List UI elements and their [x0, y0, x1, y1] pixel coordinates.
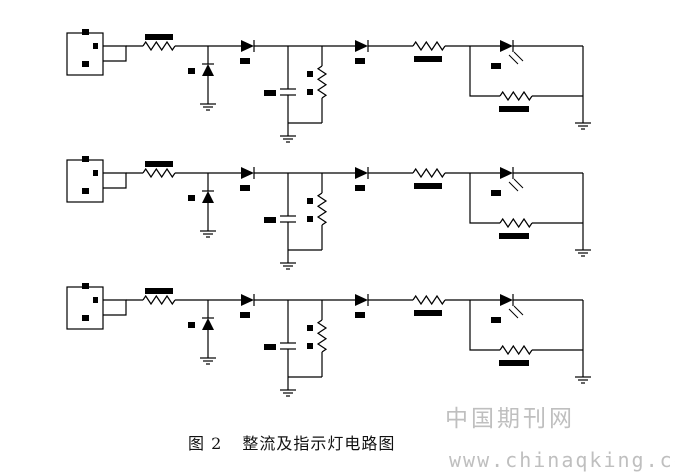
input-resistor [142, 167, 176, 179]
bleeder-label-2 [307, 216, 313, 222]
series-diode-2-label [355, 58, 365, 64]
led-shunt-wire [469, 173, 500, 224]
shunt-diode-label [188, 195, 195, 201]
input-resistor-label [145, 288, 173, 294]
capacitor-label [264, 217, 276, 223]
series-diode-1-label [240, 312, 250, 318]
watermark-url: www.chinaqking.com [449, 448, 675, 472]
connector-label [82, 156, 89, 162]
connector-label [82, 29, 89, 35]
led-label [491, 190, 501, 196]
connector-wire [103, 45, 127, 62]
circuit-row-2 [66, 156, 591, 270]
figure-number: 图 2 [188, 434, 223, 453]
led-arrow-1 [508, 308, 519, 319]
bleeder-label-1 [307, 198, 313, 204]
series-diode-1-label [240, 58, 250, 64]
led-resistor [499, 217, 533, 229]
pin-label-2 [82, 188, 89, 194]
pin-label-1 [93, 297, 98, 303]
input-resistor-label [145, 161, 173, 167]
led-shunt-wire [469, 300, 500, 351]
led-arrow-1 [508, 54, 519, 65]
pin-label-2 [82, 315, 89, 321]
led-resistor-label [499, 360, 529, 366]
series-diode-2 [355, 294, 368, 306]
input-connector [66, 32, 104, 76]
circuit-row-1 [66, 29, 591, 143]
bleeder-label-1 [307, 325, 313, 331]
bleeder-resistor [316, 65, 328, 99]
connector-label [82, 283, 89, 289]
bleeder-label-1 [307, 71, 313, 77]
indicator-led [500, 40, 513, 52]
shunt-diode [202, 64, 214, 76]
led-label [491, 63, 501, 69]
capacitor-label [264, 344, 276, 350]
watermark-cn: 中国期刊网 [445, 406, 575, 432]
figure-title: 整流及指示灯电路图 [242, 434, 396, 453]
input-resistor [142, 294, 176, 306]
led-resistor [499, 90, 533, 102]
connector-wire [103, 172, 127, 189]
series-diode-1-label [240, 185, 250, 191]
led-resistor [499, 344, 533, 356]
pin-label-2 [82, 61, 89, 67]
bleeder-resistor [316, 319, 328, 353]
series-diode-2 [355, 40, 368, 52]
led-shunt-wire [469, 46, 500, 97]
indicator-led [500, 167, 513, 179]
bleeder-resistor [316, 192, 328, 226]
capacitor-label [264, 90, 276, 96]
input-resistor [142, 40, 176, 52]
shunt-diode-label [188, 322, 195, 328]
shunt-diode [202, 191, 214, 203]
led-resistor-label [499, 106, 529, 112]
output-resistor [412, 294, 446, 306]
series-diode-1 [241, 167, 254, 179]
led-resistor-label [499, 233, 529, 239]
led-arrow-2 [513, 178, 524, 189]
input-connector [66, 159, 104, 203]
circuit-row-3 [66, 283, 591, 397]
indicator-led [500, 294, 513, 306]
series-diode-2-label [355, 312, 365, 318]
led-arrow-2 [513, 51, 524, 62]
input-resistor-label [145, 34, 173, 40]
series-diode-1 [241, 40, 254, 52]
pin-label-1 [93, 170, 98, 176]
led-label [491, 317, 501, 323]
output-resistor [412, 167, 446, 179]
series-diode-1 [241, 294, 254, 306]
led-arrow-2 [513, 305, 524, 316]
series-diode-2 [355, 167, 368, 179]
shunt-diode [202, 318, 214, 330]
series-diode-2-label [355, 185, 365, 191]
shunt-diode-label [188, 68, 195, 74]
figure-caption: 图 2 整流及指示灯电路图 [188, 430, 395, 454]
output-resistor [412, 40, 446, 52]
bleeder-label-2 [307, 89, 313, 95]
input-connector [66, 286, 104, 330]
output-resistor-label [414, 183, 442, 189]
led-arrow-1 [508, 181, 519, 192]
output-resistor-label [414, 310, 442, 316]
output-resistor-label [414, 56, 442, 62]
bleeder-label-2 [307, 343, 313, 349]
connector-wire [103, 299, 127, 316]
pin-label-1 [93, 43, 98, 49]
